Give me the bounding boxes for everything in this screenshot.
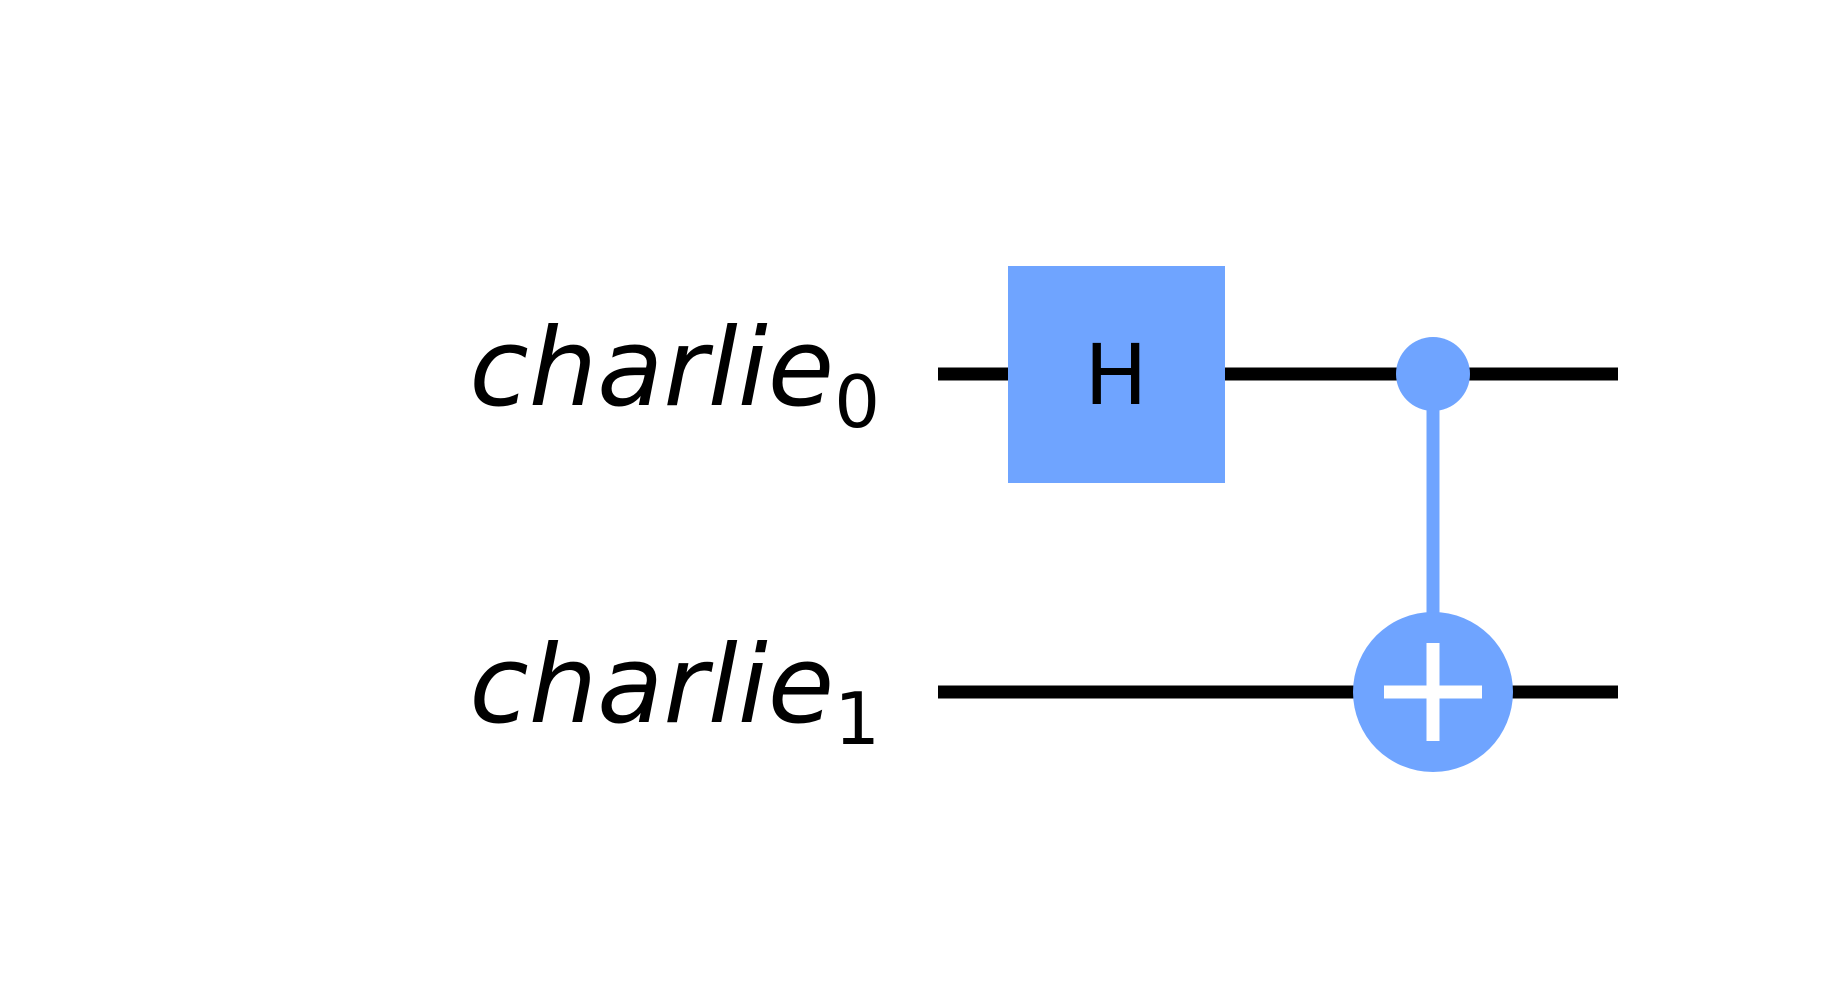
hadamard-gate [1008, 266, 1225, 483]
hadamard-gate-label: H [1084, 326, 1147, 424]
qubit-index-0: 0 [834, 360, 880, 444]
qubit-index-1: 1 [834, 677, 880, 761]
qubit-name-1: charlie [469, 623, 834, 748]
qubit-label-0: charlie0 [469, 306, 880, 444]
qubit-label-1: charlie1 [469, 623, 880, 761]
qubit-name-0: charlie [469, 306, 834, 431]
cnot-control-dot [1396, 337, 1470, 411]
